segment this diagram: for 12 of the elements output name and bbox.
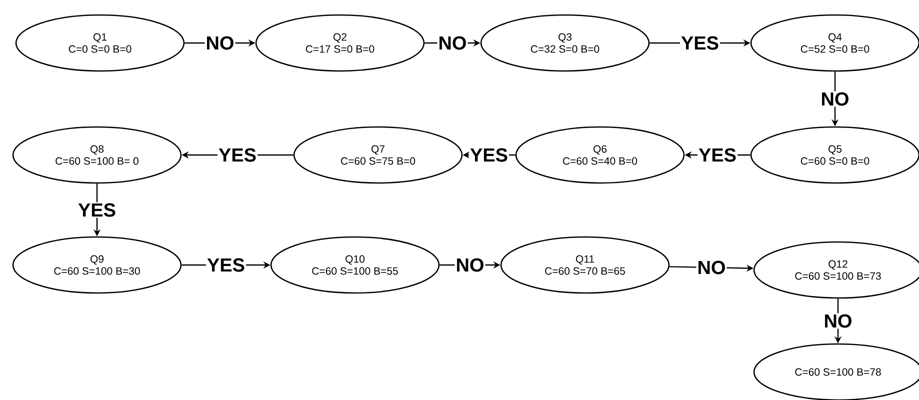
edge-label: YES <box>218 147 258 163</box>
edge-label: NO <box>696 260 727 276</box>
edge-label: NO <box>204 35 236 51</box>
edge-label: NO <box>822 313 854 329</box>
edge-label: YES <box>698 147 738 163</box>
edge-label: NO <box>454 257 486 273</box>
edge-label: NO <box>820 91 850 107</box>
edge-label: NO <box>437 35 468 51</box>
edge-label: YES <box>680 35 720 51</box>
edge-label: YES <box>206 257 246 273</box>
edge-label: YES <box>469 147 510 163</box>
edge-label: YES <box>77 202 118 218</box>
